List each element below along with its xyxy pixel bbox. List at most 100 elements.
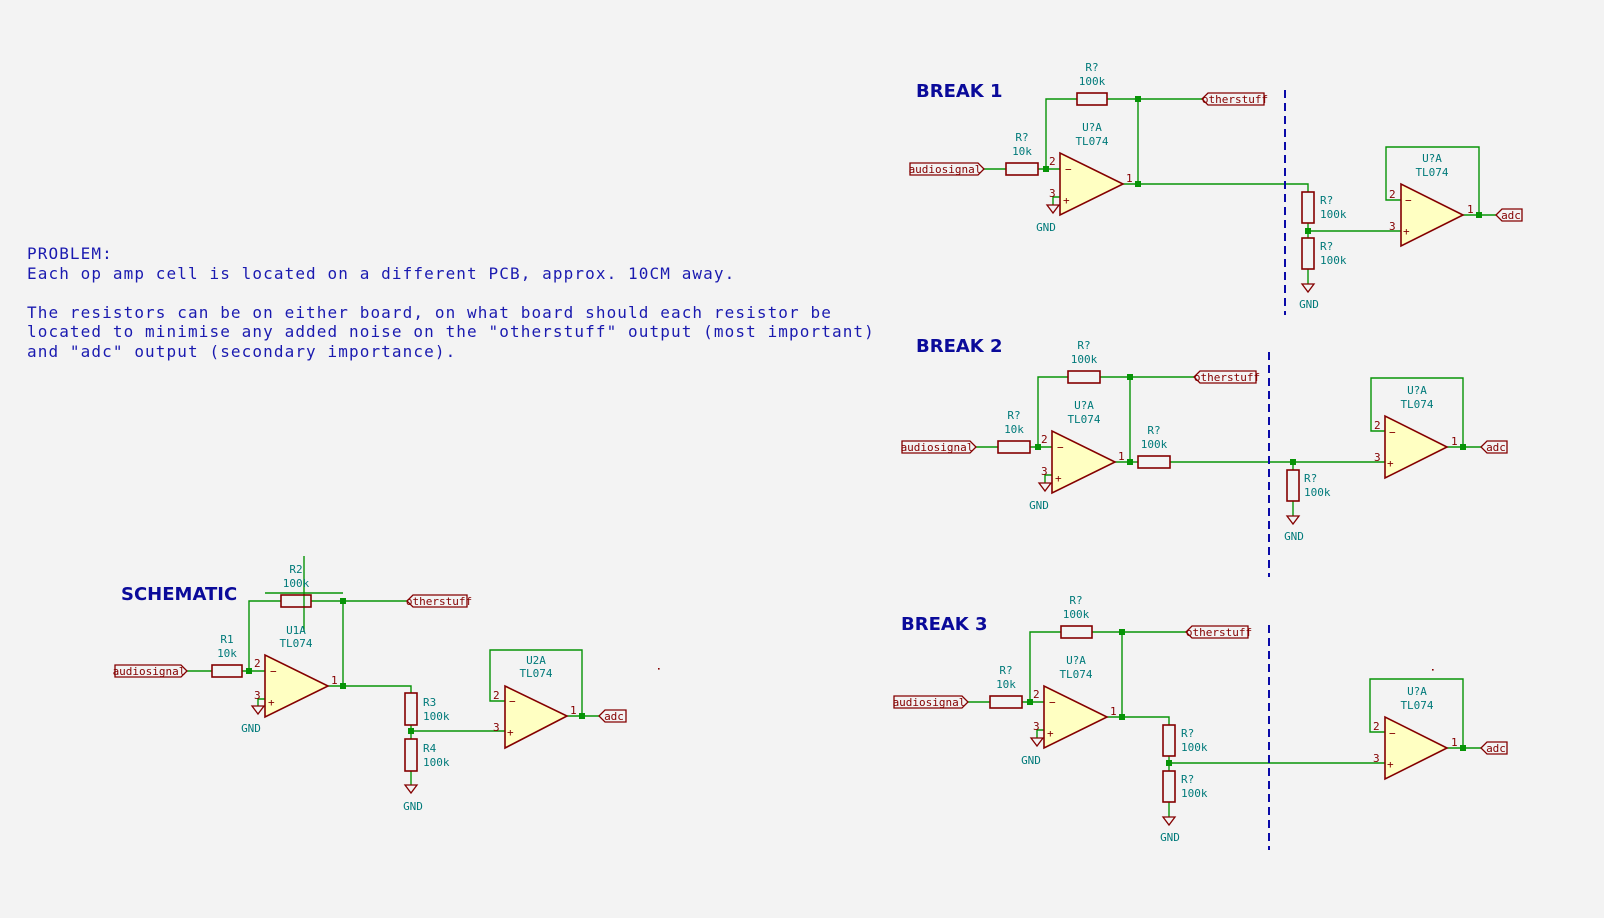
stray-dot (658, 668, 660, 670)
r-feedback-value: 100k (1063, 608, 1090, 621)
r2-ref: R2 (289, 563, 302, 576)
resistor-r-feedback[interactable] (1076, 92, 1108, 106)
break1-title: BREAK 1 (916, 81, 1003, 102)
u2a-plus-sign: + (507, 726, 514, 739)
resistor-r3[interactable] (404, 692, 418, 726)
otherstuff-text: otherstuff (1202, 93, 1268, 106)
u2a-pin-3: 3 (493, 721, 500, 734)
gnd-symbol (1300, 283, 1316, 294)
gnd-label: GND (1021, 754, 1041, 767)
opamp-u2[interactable]: − + 2 3 1 (1389, 182, 1474, 248)
r-in-ref: R? (1007, 409, 1020, 422)
break2-junctions (1035, 374, 1466, 465)
u2-pin-1: 1 (1451, 435, 1458, 448)
resistor-r-series[interactable] (1137, 455, 1171, 469)
label-audiosignal[interactable]: audiosignal (901, 440, 977, 454)
u2-ref: U?A (1407, 384, 1427, 397)
u2-value: TL074 (1400, 398, 1433, 411)
resistor-r-top[interactable] (1301, 191, 1315, 224)
problem-line-1: Each op amp cell is located on a differe… (27, 264, 735, 283)
audiosignal-text: audiosignal (113, 665, 186, 678)
u1-pin-1: 1 (1110, 705, 1117, 718)
r-in-value: 10k (996, 678, 1016, 691)
adc-text: adc (1501, 209, 1521, 222)
break2-title: BREAK 2 (916, 336, 1003, 357)
r-series-ref: R? (1147, 424, 1160, 437)
u1a-pin-1: 1 (331, 674, 338, 687)
resistor-r-bottom[interactable] (1301, 237, 1315, 270)
otherstuff-text: otherstuff (406, 595, 472, 608)
r-feedback-ref: R? (1085, 61, 1098, 74)
resistor-r-in[interactable] (989, 695, 1023, 709)
u1-pin-3: 3 (1033, 720, 1040, 733)
u2a-minus-sign: − (509, 695, 516, 708)
resistor-r-shunt[interactable] (1286, 469, 1300, 502)
opamp-u1[interactable]: − + 2 3 1 (1033, 684, 1117, 750)
label-adc[interactable]: adc (1480, 440, 1508, 454)
u2-plus-sign: + (1387, 457, 1394, 470)
u2-ref: U?A (1422, 152, 1442, 165)
label-otherstuff[interactable]: otherstuff (1201, 92, 1268, 106)
resistor-r-feedback[interactable] (1067, 370, 1101, 384)
opamp-u1a[interactable]: − + 2 3 1 (254, 653, 338, 719)
u1-plus-sign: + (1055, 472, 1062, 485)
u1a-minus-sign: − (270, 665, 277, 678)
label-otherstuff[interactable]: otherstuff (1185, 625, 1252, 639)
resistor-r-bottom[interactable] (1162, 770, 1176, 803)
label-audiosignal[interactable]: audiosignal (113, 664, 188, 678)
u1a-pin-3: 3 (254, 689, 261, 702)
r4-value: 100k (423, 756, 450, 769)
label-adc[interactable]: adc (1495, 208, 1523, 222)
u2a-ref: U2A (526, 654, 546, 667)
resistor-r1[interactable] (211, 664, 243, 678)
r4-ref: R4 (423, 742, 437, 755)
u1-ref: U?A (1074, 399, 1094, 412)
opamp-u2a[interactable]: − + 2 3 1 (493, 684, 577, 750)
label-adc[interactable]: adc (1480, 741, 1508, 755)
label-otherstuff[interactable]: otherstuff (1193, 370, 1260, 384)
opamp-u2[interactable]: − + 2 3 1 (1374, 414, 1458, 480)
gnd-symbol (1045, 204, 1061, 215)
r-top-value: 100k (1181, 741, 1208, 754)
r-bottom-ref: R? (1181, 773, 1194, 786)
u1-ref: U?A (1066, 654, 1086, 667)
r-top-ref: R? (1181, 727, 1194, 740)
r-bottom-value: 100k (1181, 787, 1208, 800)
opamp-u1[interactable]: − + 2 3 1 (1041, 429, 1125, 495)
gnd-label: GND (1284, 530, 1304, 543)
u1-pin-2: 2 (1033, 688, 1040, 701)
u1-minus-sign: − (1049, 696, 1056, 709)
label-otherstuff[interactable]: otherstuff (406, 594, 472, 608)
u1-minus-sign: − (1057, 441, 1064, 454)
label-audiosignal[interactable]: audiosignal (893, 695, 969, 709)
u2-pin-1: 1 (1467, 203, 1474, 216)
section-schematic: SCHEMATIC R1 10k (113, 556, 660, 813)
r-in-ref: R? (999, 664, 1012, 677)
resistor-r4[interactable] (404, 738, 418, 772)
gnd-label: GND (1029, 499, 1049, 512)
u2-pin-3: 3 (1374, 451, 1381, 464)
stray-dot (1432, 669, 1434, 671)
u2-pin-2: 2 (1389, 188, 1396, 201)
resistor-r2[interactable] (280, 594, 312, 608)
u1a-pin-2: 2 (254, 657, 261, 670)
u2-pin-3: 3 (1389, 220, 1396, 233)
opamp-u2[interactable]: − + 2 3 1 (1373, 715, 1458, 781)
label-audiosignal[interactable]: audiosignal (909, 162, 985, 176)
r3-value: 100k (423, 710, 450, 723)
r-shunt-value: 100k (1304, 486, 1331, 499)
opamp-u1[interactable]: − + 2 3 1 (1049, 151, 1133, 217)
resistor-r-in[interactable] (1005, 162, 1039, 176)
resistor-r-in[interactable] (997, 440, 1031, 454)
adc-text: adc (1486, 742, 1506, 755)
resistor-r-top[interactable] (1162, 724, 1176, 757)
problem-title: PROBLEM: (27, 244, 113, 263)
u2a-value: TL074 (519, 667, 552, 680)
resistor-r-feedback[interactable] (1060, 625, 1093, 639)
u1-value: TL074 (1067, 413, 1100, 426)
u2-value: TL074 (1415, 166, 1448, 179)
u2-value: TL074 (1400, 699, 1433, 712)
r-in-value: 10k (1012, 145, 1032, 158)
label-adc[interactable]: adc (598, 709, 627, 723)
